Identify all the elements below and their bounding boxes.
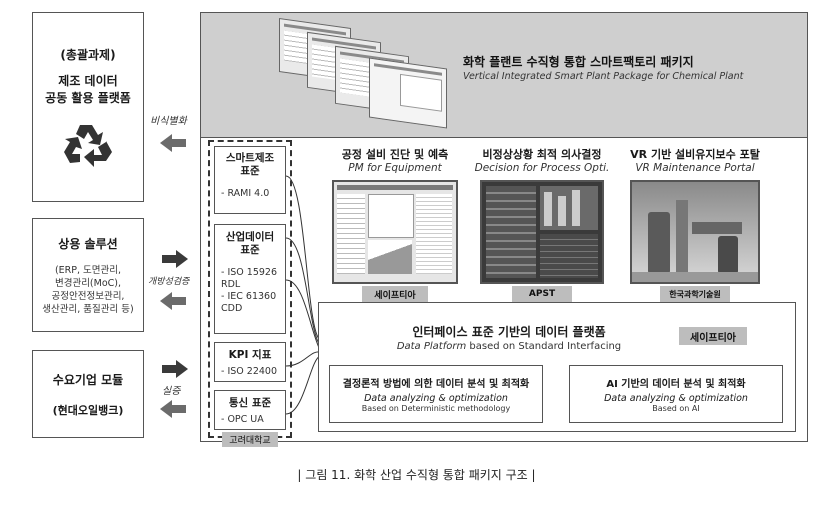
- commercial-solution-line2: 변경관리(MoC),: [54, 277, 122, 289]
- data-platform-box: 인터페이스 표준 기반의 데이터 플랫폼 Data Platform based…: [318, 302, 796, 432]
- platform-subtitle-italic: Data Platform: [396, 341, 467, 352]
- platform-subtitle: Data Platform based on Standard Interfac…: [319, 341, 699, 352]
- standard-smart-manufacturing: 스마트제조 표준 - RAMI 4.0: [214, 146, 286, 214]
- app-title-pm: 공정 설비 진단 및 예측: [341, 148, 449, 161]
- commercial-solution-line1: (ERP, 도면관리,: [54, 264, 122, 276]
- shared-platform-tag: (총괄과제): [60, 47, 116, 62]
- banner-divider: [201, 137, 807, 138]
- figure-caption: | 그림 11. 화학 산업 수직형 통합 패키지 구조 |: [297, 468, 536, 482]
- app-screenshot-vr: [630, 180, 760, 284]
- ai-line1: Data analyzing & optimization: [604, 393, 748, 404]
- app-owner-decision: APST: [512, 286, 572, 302]
- standard-item: - OPC UA: [221, 414, 264, 425]
- app-subtitle-pm: PM for Equipment: [348, 162, 442, 174]
- package-banner: 화학 플랜트 수직형 통합 스마트팩토리 패키지 Vertical Integr…: [201, 13, 807, 137]
- app-screenshot-pm: [332, 180, 458, 284]
- standard-industrial-data: 산업데이터 표준 - ISO 15926 RDL - IEC 61360 CDD: [214, 224, 286, 334]
- demand-module-title: 수요기업 모듈: [52, 372, 124, 387]
- app-title-decision: 비정상상황 최적 의사결정: [482, 148, 602, 161]
- ai-analysis-box: AI 기반의 데이터 분석 및 최적화 Data analyzing & opt…: [569, 365, 783, 423]
- ai-line2: Based on AI: [652, 404, 700, 413]
- deterministic-analysis-box: 결정론적 방법에 의한 데이터 분석 및 최적화 Data analyzing …: [329, 365, 543, 423]
- commercial-solution-title: 상용 솔루션: [58, 236, 118, 251]
- commercial-solution-line4: 생산관리, 품질관리 등): [42, 303, 134, 315]
- app-owner-vr: 한국과학기술원: [660, 286, 730, 302]
- standard-title: KPI 지표: [228, 349, 272, 361]
- standard-item: - ISO 22400: [221, 366, 277, 377]
- shared-platform-line2: 공동 활용 플랫폼: [45, 90, 131, 105]
- standard-communication: 통신 표준 - OPC UA: [214, 390, 286, 430]
- standard-item: - IEC 61360: [221, 291, 277, 302]
- banner-title: 화학 플랜트 수직형 통합 스마트팩토리 패키지: [463, 55, 694, 69]
- app-subtitle-vr: VR Maintenance Portal: [635, 162, 755, 174]
- arrow-label-openness: 개방성검증: [148, 277, 190, 287]
- standard-title: 산업데이터: [225, 231, 275, 243]
- standard-item: - ISO 15926: [221, 267, 277, 278]
- app-subtitle-decision: Decision for Process Opti.: [474, 162, 610, 174]
- app-screenshot-decision: [480, 180, 604, 284]
- deterministic-line2: Based on Deterministic methodology: [361, 404, 511, 413]
- arrow-label-demo: 실증: [162, 386, 181, 397]
- shared-platform-line1: 제조 데이터: [58, 73, 118, 88]
- standard-title: 스마트제조: [225, 152, 275, 164]
- commercial-solution-line3: 공정안전정보관리,: [51, 290, 125, 302]
- banner-subtitle: Vertical Integrated Smart Plant Package …: [463, 71, 744, 82]
- arrow-right-icon: [162, 360, 188, 378]
- standards-owner-label: 고려대학교: [222, 432, 278, 447]
- standard-title: 표준: [240, 244, 260, 256]
- deterministic-title: 결정론적 방법에 의한 데이터 분석 및 최적화: [342, 379, 530, 390]
- shared-platform-box: (총괄과제) 제조 데이터 공동 활용 플랫폼: [32, 12, 144, 202]
- platform-owner: 세이프티아: [679, 327, 747, 345]
- deterministic-line1: Data analyzing & optimization: [364, 393, 508, 404]
- standard-title: 표준: [240, 165, 260, 177]
- connector-lines: [286, 175, 321, 415]
- arrow-left-icon: [160, 400, 186, 418]
- arrow-right-icon: [162, 250, 188, 268]
- ai-title: AI 기반의 데이터 분석 및 최적화: [606, 379, 746, 390]
- platform-title: 인터페이스 표준 기반의 데이터 플랫폼: [412, 325, 606, 339]
- app-owner-pm: 세이프티아: [362, 286, 428, 302]
- demand-module-box: 수요기업 모듈 (현대오일뱅크): [32, 350, 144, 438]
- arrow-label-deidentify: 비식별화: [150, 116, 187, 127]
- screenshot-stack-image: [369, 57, 447, 129]
- commercial-solution-box: 상용 솔루션 (ERP, 도면관리, 변경관리(MoC), 공정안전정보관리, …: [32, 218, 144, 332]
- recycle-icon: [64, 124, 112, 167]
- platform-subtitle-rest: based on Standard Interfacing: [469, 341, 622, 352]
- app-title-vr: VR 기반 설비유지보수 포탈: [630, 148, 760, 161]
- demand-module-sub: (현대오일뱅크): [52, 403, 124, 417]
- standard-item: RDL: [221, 279, 241, 290]
- standard-title: 통신 표준: [228, 397, 272, 409]
- standard-kpi: KPI 지표 - ISO 22400: [214, 342, 286, 382]
- standard-item: - RAMI 4.0: [221, 188, 270, 199]
- arrow-left-icon: [160, 292, 186, 310]
- standard-item: CDD: [221, 303, 243, 314]
- arrow-left-icon: [160, 134, 186, 152]
